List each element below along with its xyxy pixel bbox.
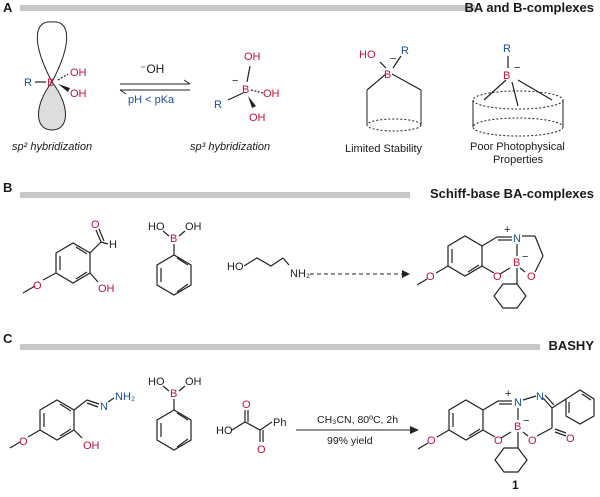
- reaction-yield: 99% yield: [327, 435, 373, 447]
- ho-label: HO: [148, 221, 165, 233]
- boron-atom: B: [513, 257, 520, 269]
- ph-label: Ph: [273, 417, 286, 429]
- phenylglyoxylic-acid: HO O O Ph: [216, 399, 286, 456]
- poor-photophysical-structure: R B −: [472, 43, 564, 137]
- oh-label: OH: [70, 88, 87, 100]
- boron-atom: B: [384, 69, 391, 81]
- boron-atom: B: [170, 388, 177, 400]
- oxygen-atom: O: [527, 271, 536, 283]
- nitrogen-atom: N: [514, 397, 522, 409]
- oh-label: OH: [185, 221, 202, 233]
- nitrogen-atom: N: [100, 401, 108, 413]
- oxygen-atom: O: [528, 435, 537, 447]
- nh2-label: NH₂: [115, 391, 135, 403]
- panel-c-structures: N NH₂ OH O HO B OH HO O O Ph: [9, 376, 595, 473]
- oxygen-atom: O: [493, 271, 502, 283]
- panel-c-letter: C: [3, 331, 13, 346]
- reaction-arrow: [296, 426, 419, 434]
- oxygen-atom: O: [566, 433, 575, 445]
- caption-sp3: sp³ hybridization: [190, 141, 271, 153]
- boron-atom: B: [170, 233, 177, 245]
- limited-stability-structure: HO B − R: [359, 45, 422, 132]
- minus-charge: −: [522, 251, 528, 263]
- oh-label: OH: [70, 67, 87, 79]
- panel-b-band: [20, 192, 410, 198]
- sp3-boronate: R B − OH OH OH: [214, 51, 280, 124]
- compound-label: 1: [512, 478, 519, 492]
- hydrogen-atom: H: [109, 239, 117, 251]
- equilibrium-top-label: ⁻OH: [140, 62, 165, 76]
- minus-charge: −: [514, 62, 520, 74]
- oxygen-atom: O: [19, 436, 28, 448]
- oh-label: OH: [244, 51, 261, 63]
- minus-charge: −: [390, 53, 396, 65]
- schiff-base-ba-complex: N + B − O O O: [416, 224, 544, 309]
- boron-atom: B: [47, 77, 54, 89]
- oxygen-atom: O: [426, 271, 435, 283]
- ho-label: HO: [227, 261, 244, 273]
- oxygen-atom: O: [427, 435, 436, 447]
- phenylboronic-acid-c: HO B OH: [148, 376, 202, 451]
- oxygen-atom: O: [33, 280, 42, 292]
- oh-label: OH: [98, 283, 115, 295]
- minus-charge: −: [523, 415, 529, 427]
- sp2-boronic-acid: R B OH OH: [24, 21, 87, 131]
- oxygen-atom: O: [242, 399, 251, 411]
- r-label: R: [24, 77, 32, 89]
- boron-atom: B: [514, 421, 521, 433]
- oxygen-atom: O: [494, 435, 503, 447]
- ethanolamine: HO NH₂: [227, 257, 310, 280]
- boron-atom: B: [242, 84, 249, 96]
- plus-charge: +: [504, 224, 510, 236]
- oxygen-atom: O: [257, 444, 266, 456]
- nitrogen-atom: N: [536, 391, 544, 403]
- panel-a-title: BA and B-complexes: [464, 0, 594, 15]
- oh-label: OH: [263, 88, 280, 100]
- oh-label: OH: [83, 440, 100, 452]
- ho-label: HO: [216, 425, 233, 437]
- plus-charge: +: [505, 388, 511, 400]
- ho-label: HO: [148, 376, 165, 388]
- oh-label: OH: [185, 376, 202, 388]
- equilibrium-arrows: [119, 79, 191, 95]
- nitrogen-atom: N: [513, 233, 521, 245]
- caption-poor-photophysical-1: Poor Photophysical: [470, 141, 565, 153]
- caption-poor-photophysical-2: Properties: [493, 154, 544, 166]
- boron-atom: B: [503, 70, 510, 82]
- nh2-label: NH₂: [290, 268, 310, 280]
- panel-c-band: [20, 344, 540, 350]
- panel-a-band: [20, 5, 475, 11]
- phenylboronic-acid-b: HO B OH: [148, 221, 202, 296]
- oxygen-atom: O: [91, 219, 100, 231]
- aldehyde-reagent: O H OH O: [22, 219, 117, 295]
- r-label: R: [401, 45, 409, 57]
- panel-c-title: BASHY: [548, 338, 594, 353]
- panel-b-letter: B: [3, 180, 13, 195]
- minus-charge: −: [232, 75, 238, 87]
- panel-b-title: Schiff-base BA-complexes: [430, 186, 594, 201]
- caption-sp2: sp² hybridization: [12, 141, 93, 153]
- dashed-arrow: [310, 270, 410, 278]
- hydrazone-reagent: N NH₂ OH O: [9, 391, 135, 452]
- r-label: R: [214, 99, 222, 111]
- ho-label: HO: [359, 49, 376, 61]
- r-label: R: [503, 43, 511, 55]
- panel-b-structures: O H OH O HO B OH HO NH₂: [22, 219, 544, 309]
- bashy-product: N + N B − O O O O: [417, 388, 595, 473]
- panel-a-letter: A: [3, 0, 13, 15]
- oh-label: OH: [249, 112, 266, 124]
- reaction-conditions: CH₃CN, 80ºC, 2h: [317, 414, 399, 426]
- panel-a-structures: R B OH OH R B − OH OH OH HO B − R: [24, 21, 564, 137]
- equilibrium-bottom-label: pH < pKa: [128, 94, 175, 106]
- caption-limited-stability: Limited Stability: [345, 143, 423, 155]
